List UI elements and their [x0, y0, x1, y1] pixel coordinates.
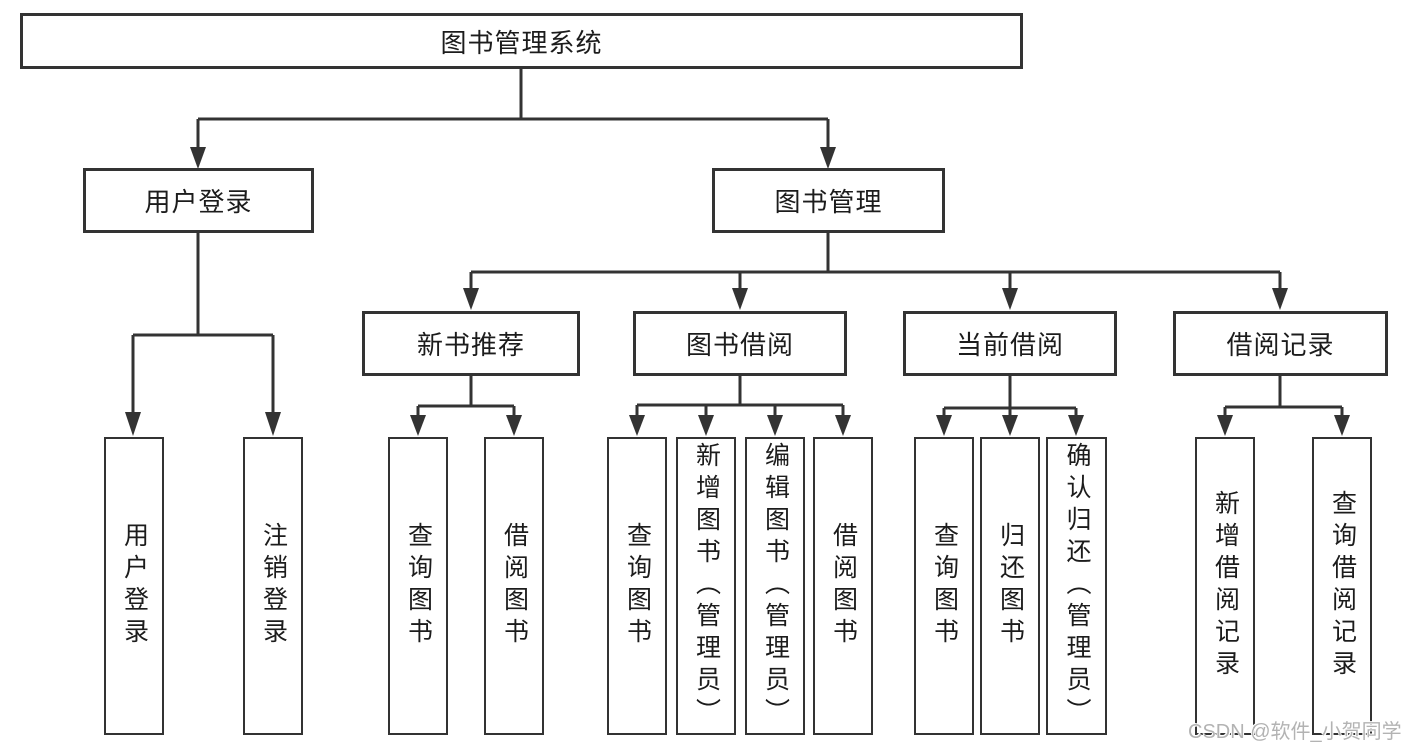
node-new-book-recommend: 新书推荐	[362, 311, 580, 376]
node-book-management-label: 图书管理	[774, 187, 883, 217]
leaf-query-books-2-label: 查询图书	[623, 522, 652, 650]
leaf-query-books-3: 查询图书	[914, 437, 974, 735]
leaf-borrow-books-2: 借阅图书	[813, 437, 873, 735]
node-book-borrow: 图书借阅	[633, 311, 847, 376]
node-current-borrow-label: 当前借阅	[955, 330, 1064, 360]
leaf-edit-books-admin-label: 编辑图书（管理员）	[761, 442, 790, 730]
leaf-return-books: 归还图书	[980, 437, 1040, 735]
leaf-add-borrow-record: 新增借阅记录	[1195, 437, 1255, 735]
node-book-management: 图书管理	[712, 168, 945, 233]
leaf-confirm-return-admin: 确认归还（管理员）	[1046, 437, 1107, 735]
leaf-borrow-books-1-label: 借阅图书	[500, 522, 529, 650]
node-new-book-recommend-label: 新书推荐	[416, 330, 525, 360]
leaf-add-borrow-record-label: 新增借阅记录	[1211, 490, 1240, 682]
node-user-login-label: 用户登录	[144, 187, 253, 217]
node-borrow-records: 借阅记录	[1173, 311, 1388, 376]
node-root-system-label: 图书管理系统	[440, 27, 603, 58]
leaf-user-login-label: 用户登录	[120, 522, 149, 650]
leaf-borrow-books-1: 借阅图书	[484, 437, 544, 735]
leaf-confirm-return-admin-label: 确认归还（管理员）	[1063, 442, 1091, 730]
node-current-borrow: 当前借阅	[903, 311, 1117, 376]
leaf-query-books-2: 查询图书	[607, 437, 667, 735]
node-root-system: 图书管理系统	[20, 13, 1023, 69]
leaf-query-books-1: 查询图书	[388, 437, 448, 735]
leaf-borrow-books-2-label: 借阅图书	[829, 522, 858, 650]
node-user-login: 用户登录	[83, 168, 314, 233]
leaf-return-books-label: 归还图书	[996, 522, 1025, 650]
leaf-query-books-1-label: 查询图书	[404, 522, 433, 650]
leaf-query-books-3-label: 查询图书	[930, 522, 959, 650]
node-book-borrow-label: 图书借阅	[685, 330, 794, 360]
leaf-logout: 注销登录	[243, 437, 303, 735]
leaf-query-borrow-record-label: 查询借阅记录	[1328, 490, 1357, 682]
leaf-add-books-admin-label: 新增图书（管理员）	[692, 442, 721, 730]
leaf-user-login: 用户登录	[104, 437, 164, 735]
leaf-add-books-admin: 新增图书（管理员）	[676, 437, 736, 735]
csdn-watermark: CSDN @软件_小贺同学	[1188, 721, 1402, 743]
node-borrow-records-label: 借阅记录	[1226, 330, 1335, 360]
leaf-query-borrow-record: 查询借阅记录	[1312, 437, 1372, 735]
leaf-logout-label: 注销登录	[259, 522, 288, 650]
leaf-edit-books-admin: 编辑图书（管理员）	[745, 437, 805, 735]
